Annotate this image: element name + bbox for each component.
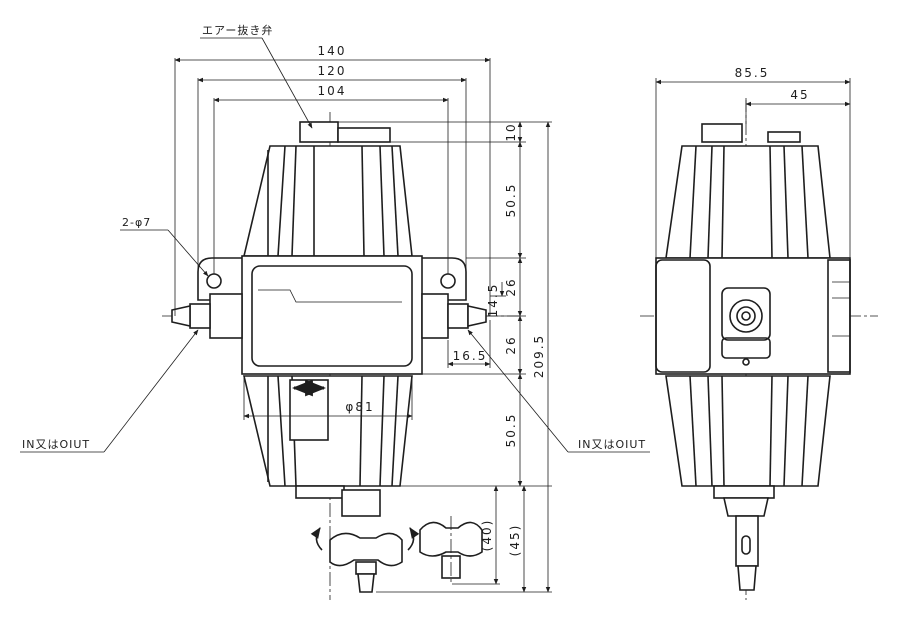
leader-notes: エアー抜き弁 2-φ7 IN又はOIUT IN又はOIUT xyxy=(20,23,650,453)
side-top-step xyxy=(767,131,801,143)
dim-14-5: 14.5 xyxy=(486,283,500,318)
drain-stem xyxy=(355,561,377,575)
rotate-right-arrow-icon xyxy=(407,527,420,551)
front-window xyxy=(251,265,413,367)
bottom-cap xyxy=(295,485,345,499)
dim-45: (45) xyxy=(508,524,522,557)
dim-10: 10 xyxy=(504,122,518,141)
right-port-body xyxy=(421,293,449,339)
right-port-nut xyxy=(447,303,469,329)
side-drain-barb xyxy=(737,565,757,591)
side-port-clip xyxy=(721,337,771,359)
side-view xyxy=(640,98,878,600)
label-holes: 2-φ7 xyxy=(122,216,151,229)
top-cap-step xyxy=(337,127,391,143)
left-port-body xyxy=(209,293,243,339)
dim-26-bottom: 26 xyxy=(504,335,518,354)
upper-bowl xyxy=(242,145,413,257)
dim-85-5: 85.5 xyxy=(735,66,770,80)
dim-40: (40) xyxy=(480,519,494,552)
side-lower-bowl xyxy=(665,375,831,487)
dim-26-top: 26 xyxy=(504,277,518,296)
dim-120: 120 xyxy=(318,64,347,78)
side-drain-neck xyxy=(723,497,769,517)
side-drain-stem xyxy=(735,515,759,567)
side-bottom-cap xyxy=(713,485,775,499)
side-dimensions: 85.5 45 xyxy=(655,66,851,262)
side-vent-boss xyxy=(701,123,743,143)
dim-phi81: φ81 xyxy=(345,400,374,414)
dim-45-side: 45 xyxy=(790,88,809,102)
side-port-center xyxy=(741,311,751,321)
label-port-right: IN又はOIUT xyxy=(578,438,646,451)
side-port-bore xyxy=(736,306,756,326)
side-housing xyxy=(655,257,851,375)
right-hose-barb xyxy=(467,305,487,327)
drain-hose-barb xyxy=(357,573,375,593)
rotate-left-arrow-icon xyxy=(310,527,323,551)
drain-wing-knob xyxy=(329,532,403,567)
left-hose-barb xyxy=(171,305,191,327)
side-port-pin xyxy=(742,358,750,366)
central-housing xyxy=(241,255,423,375)
left-port-nut xyxy=(189,303,211,329)
dim-140: 140 xyxy=(318,44,347,58)
side-port-outer xyxy=(729,299,763,333)
dim-104: 104 xyxy=(318,84,347,98)
side-drain-slot xyxy=(741,535,751,555)
side-housing-rail xyxy=(827,259,851,373)
dim-16-5: 16.5 xyxy=(453,349,488,363)
air-vent-boss xyxy=(299,121,339,143)
front-dimensions: 140 120 104 φ81 16.5 10 50.5 26 14.5 xyxy=(174,44,552,593)
dim-50-5-top: 50.5 xyxy=(504,183,518,218)
dim-209-5: 209.5 xyxy=(532,334,546,378)
label-port-left: IN又はOIUT xyxy=(22,438,90,451)
dim-50-5-bottom: 50.5 xyxy=(504,413,518,448)
drain-neck xyxy=(341,489,381,517)
front-view xyxy=(162,112,520,600)
side-housing-window xyxy=(655,259,711,373)
label-air-vent: エアー抜き弁 xyxy=(202,23,273,37)
